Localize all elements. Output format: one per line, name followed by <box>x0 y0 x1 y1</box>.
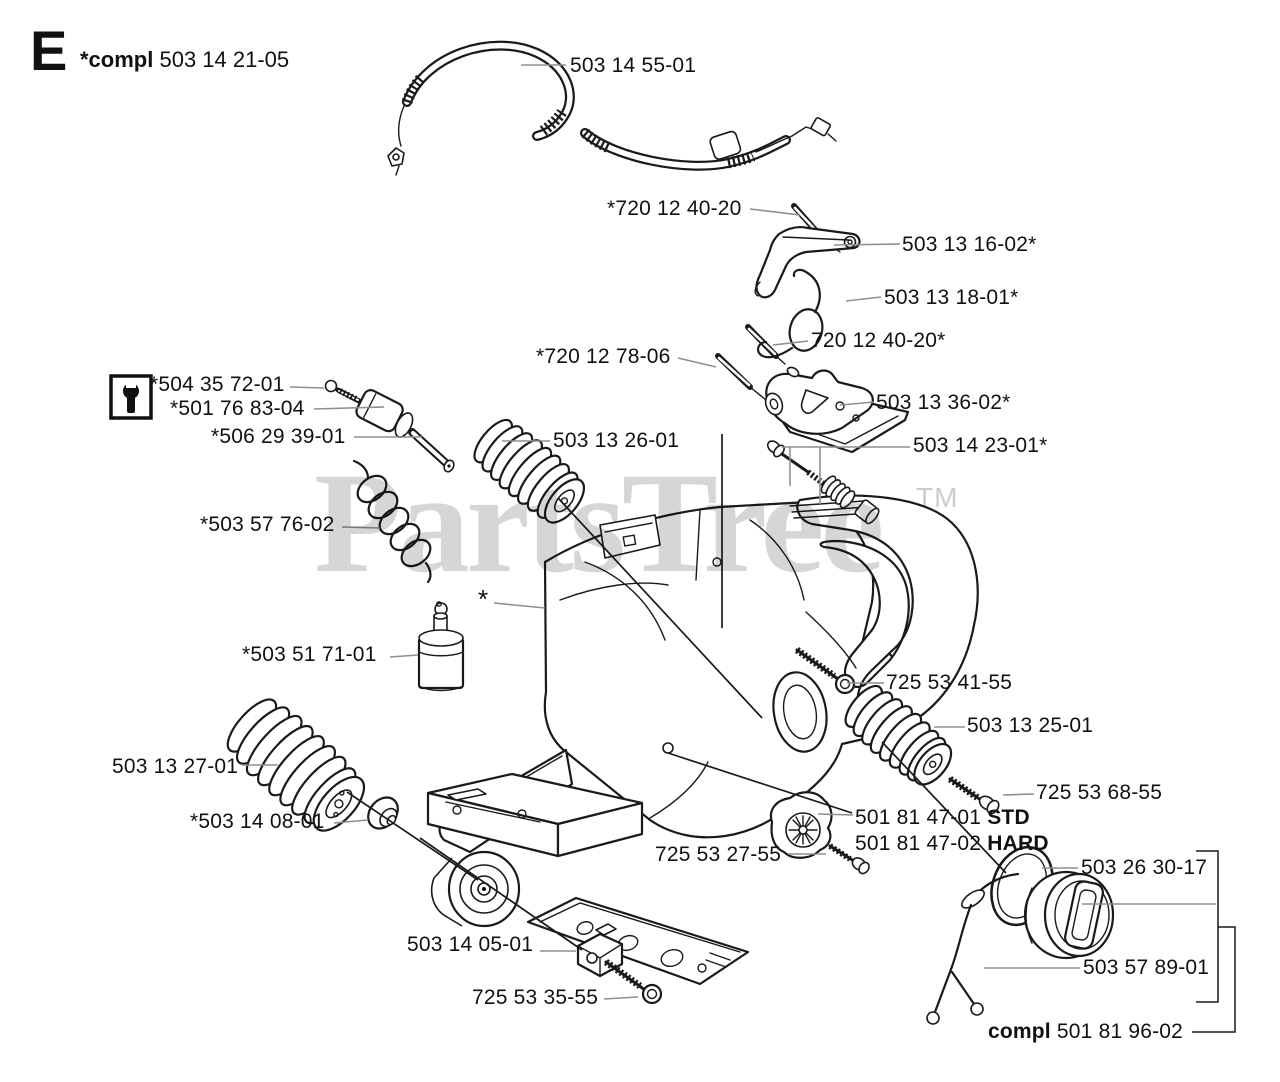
assembly-compl-number: 503 14 21-05 <box>153 47 290 72</box>
bellows-503-13-27 <box>226 698 366 832</box>
assembly-complete-label: *compl 503 14 21-05 <box>80 47 289 73</box>
label-leader-lines <box>242 64 1216 1000</box>
fuel-tank-body <box>543 494 979 839</box>
fuel-filter <box>417 601 465 692</box>
bellows-503-13-25 <box>844 684 953 786</box>
assembly-compl-prefix: *compl <box>80 47 154 72</box>
rubber-buffer <box>769 791 833 859</box>
bellows-503-13-26 <box>473 418 586 524</box>
wire-rod-mid <box>745 324 786 365</box>
fuel-cap-retainer <box>926 872 1020 1025</box>
throttle-trigger-assembly <box>764 366 910 454</box>
bracket-plate <box>526 896 750 986</box>
antivibration-mount <box>430 850 521 928</box>
coil-spring <box>352 459 432 584</box>
screw-725-53-35 <box>603 959 663 1005</box>
fuel-cap <box>1023 870 1115 960</box>
trigger-return-spring <box>757 268 824 359</box>
screw-spring-nut-set <box>766 440 880 525</box>
wrench-icon <box>109 374 153 420</box>
screw-725-53-27 <box>828 843 870 875</box>
throttle-lockout-lever <box>754 226 861 299</box>
grouping-brackets <box>1192 850 1236 1033</box>
wire-rod-lower <box>715 353 767 401</box>
screw-725-53-68 <box>948 776 1000 815</box>
throttle-cable <box>387 40 837 176</box>
bottom-bracket <box>426 772 644 858</box>
assembly-pointer-lines <box>346 434 1007 951</box>
drawing-section-letter: E <box>30 19 68 82</box>
grommet <box>367 796 399 830</box>
idle-adjuster-set <box>324 379 455 473</box>
screw-725-53-41 <box>794 647 856 695</box>
